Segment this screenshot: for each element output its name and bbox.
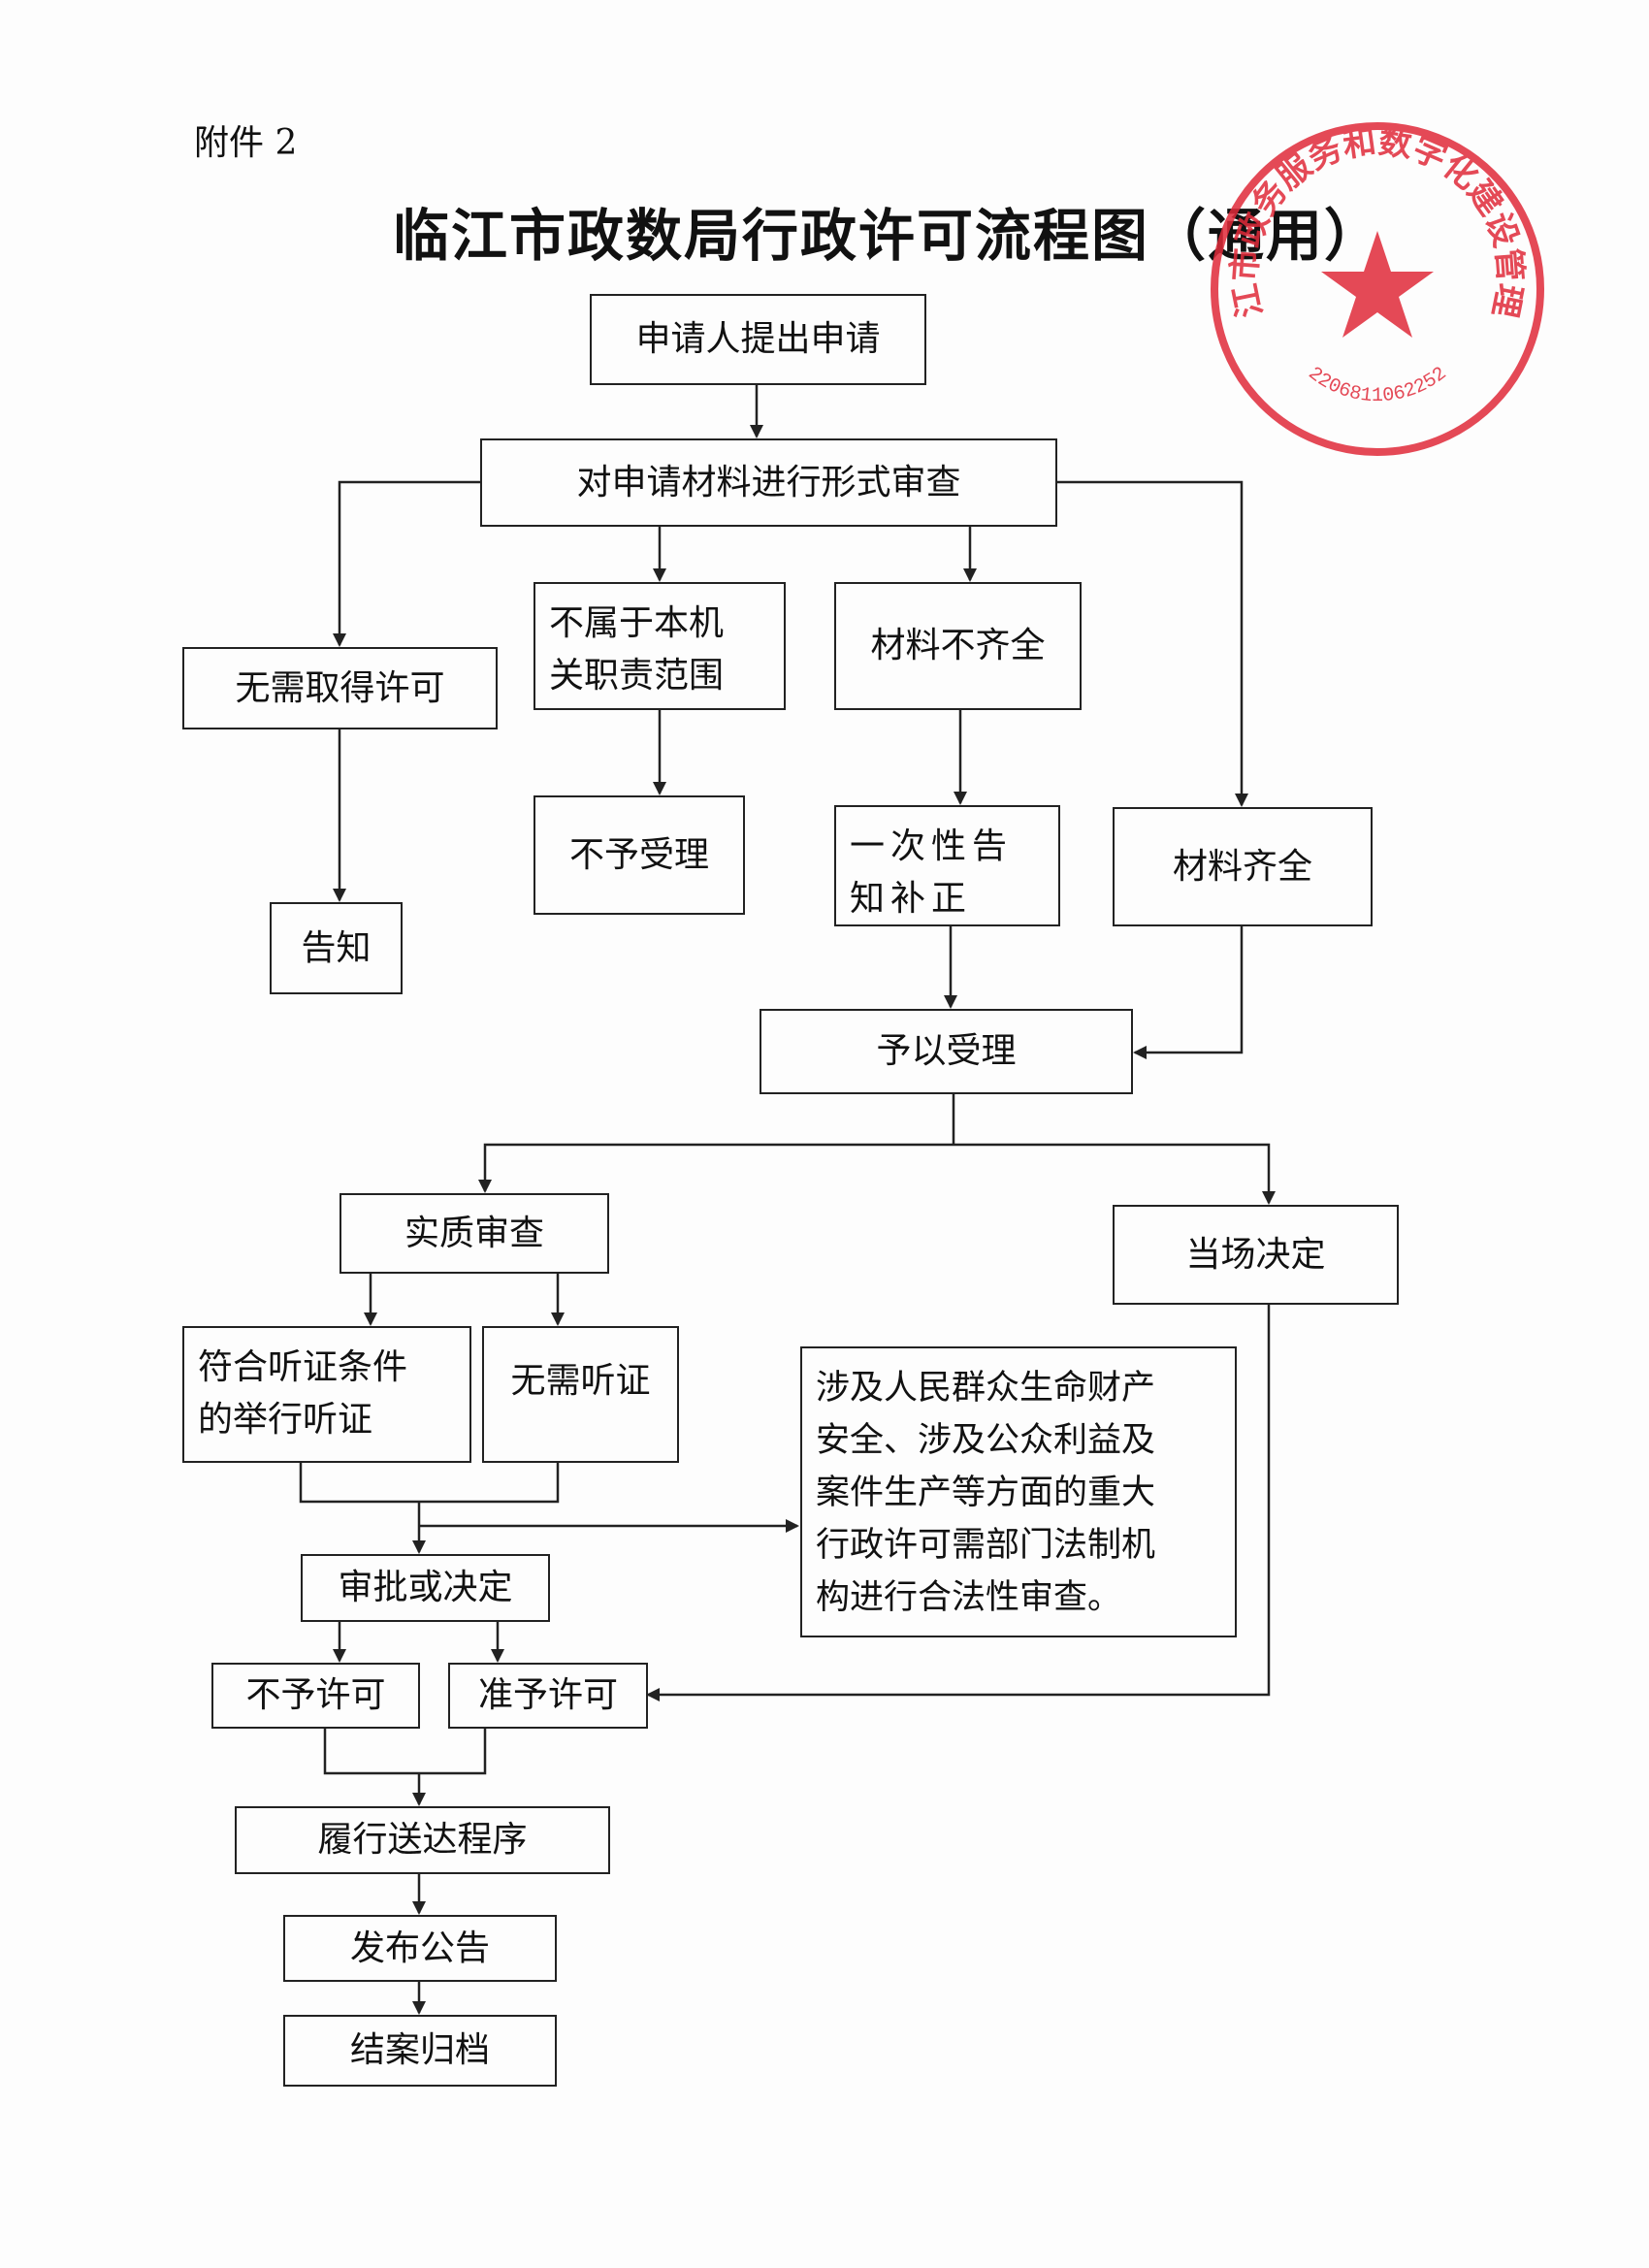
node-reject-acceptance: 不予受理 xyxy=(534,795,745,915)
node-formal-review: 对申请材料进行形式审查 xyxy=(480,438,1057,527)
node-approve-or-decide: 审批或决定 xyxy=(301,1554,550,1622)
arrow-review-to-no-permit xyxy=(333,480,480,647)
node-accept: 予以受理 xyxy=(760,1009,1133,1094)
node-deny-permit: 不予许可 xyxy=(211,1663,420,1729)
attachment-label: 附件 2 xyxy=(194,123,298,163)
node-apply: 申请人提出申请 xyxy=(590,294,926,385)
node-no-permit-needed: 无需取得许可 xyxy=(182,647,498,729)
seal-star-icon xyxy=(1321,231,1434,338)
node-materials-complete: 材料齐全 xyxy=(1113,807,1373,926)
node-hearing: 符合听证条件 的举行听证 xyxy=(182,1326,471,1463)
node-no-hearing: 无需听证 xyxy=(482,1326,679,1463)
node-on-site-decision: 当场决定 xyxy=(1113,1205,1399,1305)
node-archive: 结案归档 xyxy=(283,2015,557,2087)
node-legal-review-note: 涉及人民群众生命财产 安全、涉及公众利益及 案件生产等方面的重大 行政许可需部门… xyxy=(800,1346,1237,1637)
arrow-accept-to-on-site xyxy=(954,1143,1276,1205)
node-inform: 告知 xyxy=(270,902,403,994)
node-incomplete: 材料不齐全 xyxy=(834,582,1082,710)
seal-number: 2206811062252 xyxy=(1304,363,1451,407)
node-notify-once: 一次性告 知补正 xyxy=(834,805,1060,926)
official-seal: 临江市政务服务和数字化建设管理局 2206811062252 xyxy=(1203,114,1544,456)
arrow-accept-to-substantive xyxy=(478,1143,954,1193)
arrow-on-site-to-grant xyxy=(646,1305,1271,1701)
node-not-in-scope: 不属于本机 关职责范围 xyxy=(534,582,786,710)
node-grant-permit: 准予许可 xyxy=(448,1663,648,1729)
node-substantive-review: 实质审查 xyxy=(340,1193,609,1274)
seal-ring xyxy=(1211,122,1544,456)
node-announce: 发布公告 xyxy=(283,1915,557,1982)
node-delivery: 履行送达程序 xyxy=(235,1806,610,1874)
arrow-complete-to-accept xyxy=(1133,926,1244,1059)
arrow-review-to-complete xyxy=(1057,480,1248,807)
